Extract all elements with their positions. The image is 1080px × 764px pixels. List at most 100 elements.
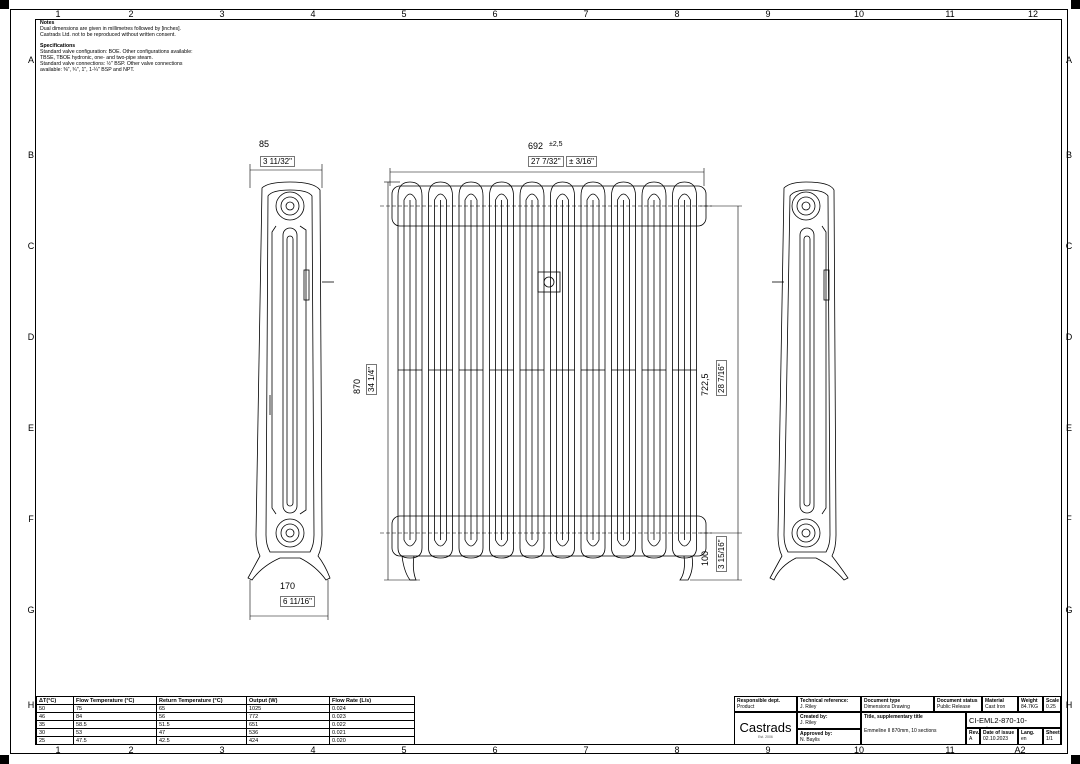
field-label: Document status (937, 698, 978, 704)
created-by-cell: Created by: J. Riley (797, 712, 861, 729)
field-label: Created by: (800, 714, 828, 720)
radiator-section-line (586, 193, 600, 547)
field-label: Weight (1021, 698, 1038, 704)
zone-column: 9 (765, 745, 771, 755)
zone-column: 10 (853, 9, 864, 19)
table-cell: 25 (36, 736, 74, 745)
table-cell: 42.5 (156, 736, 247, 745)
table-cell: 772 (246, 712, 330, 721)
front-view (391, 181, 707, 581)
side-view-right (769, 181, 849, 581)
radiator-section-line (617, 193, 630, 547)
radiator-section-line (391, 515, 707, 557)
dimension-depth-inches: 3 11/32" (260, 156, 295, 167)
table-header: Flow Temperature (°C) (73, 696, 157, 705)
radiator-section-line (537, 271, 561, 293)
table-header: Flow Rate (L/s) (329, 696, 415, 705)
zone-row: C (1065, 241, 1073, 251)
outer-frame (10, 9, 1068, 754)
radiator-section-line (489, 181, 514, 559)
radiator-section-line (556, 193, 569, 547)
radiator-section-line (641, 181, 667, 559)
table-cell: 84 (73, 712, 157, 721)
logo-cell: Castrads Est. 2006 (734, 712, 797, 745)
table-row: 50 75 65 1025 0.024 (36, 704, 415, 713)
inner-frame (35, 19, 1062, 745)
dimension-floor: 100 (700, 550, 710, 566)
radiator-section-line (550, 181, 575, 559)
table-cell: 0.022 (329, 720, 415, 729)
zone-column: 6 (492, 9, 498, 19)
corner-mark (0, 0, 9, 9)
table-cell: 424 (246, 736, 330, 745)
field-label: Material (985, 698, 1004, 704)
zone-column: 1 (55, 9, 61, 19)
table-cell: 47 (156, 728, 247, 737)
field-value: Cast Iron (985, 704, 1006, 710)
field-value: 0.25 (1046, 704, 1056, 710)
zone-row: D (27, 332, 35, 342)
table-row: 35 58.5 51.5 651 0.022 (36, 720, 415, 729)
zone-row: D (1065, 332, 1073, 342)
field-value: A (969, 736, 973, 742)
side-view-left (247, 181, 334, 581)
zone-row: A (1065, 55, 1072, 65)
field-label: Rev. (969, 730, 980, 736)
approved-by-cell: Approved by: N. Baylis (797, 729, 861, 745)
field-value: Public Release (937, 704, 971, 710)
zone-column: 2 (128, 9, 134, 19)
table-cell: 0.021 (329, 728, 415, 737)
radiator-section-line (543, 276, 555, 288)
radiator-section-line (428, 181, 453, 559)
table-cell: 0.024 (329, 704, 415, 713)
radiator-section-line (519, 181, 545, 559)
field-label: Scale (1046, 698, 1060, 704)
zone-row: G (27, 605, 35, 615)
corner-mark (1071, 0, 1080, 9)
zone-column: 4 (310, 745, 316, 755)
table-cell: 53 (73, 728, 157, 737)
spec-line: available: ⅜", ¾", 1", 1-¼" BSP and NPT. (40, 67, 135, 73)
zone-column: 6 (492, 745, 498, 755)
table-cell: 30 (36, 728, 74, 737)
dimension-height-inches: 34 1/4" (366, 363, 377, 395)
radiator-section-line (611, 181, 636, 559)
field-value: N. Baylis (800, 737, 820, 743)
field-label: Lang. (1021, 730, 1035, 736)
zone-row: A (27, 55, 34, 65)
field-label: Document type (864, 698, 901, 704)
doc-type-cell: Document type Dimensions Drawing (861, 696, 934, 712)
zone-column: 3 (219, 745, 225, 755)
dimension-depth: 85 (259, 139, 270, 149)
dimension-height: 870 (352, 378, 362, 394)
field-label: Approved by: (800, 731, 833, 737)
weight-cell: Weight 84.7KG (1018, 696, 1043, 712)
corner-mark (1071, 755, 1080, 764)
table-cell: 51.5 (156, 720, 247, 729)
title-cell: Title, supplementary title Emmeline II 8… (861, 712, 966, 745)
zone-column: 11 (945, 745, 955, 755)
spec-line: TBSE, TBOE hydronic, one- and two-pipe s… (40, 55, 153, 61)
zone-row: B (27, 150, 34, 160)
table-cell: 35 (36, 720, 74, 729)
table-cell: 50 (36, 704, 74, 713)
notes-line: Dual dimensions are given in millimetres… (40, 26, 181, 32)
dimension-width-inches-tolerance: ± 3/16" (566, 156, 598, 167)
table-row: 25 47.5 42.5 424 0.020 (36, 736, 415, 745)
field-value: Product (737, 704, 755, 710)
sheet-cell: Sheet 1/1 (1043, 728, 1061, 745)
radiator-section-line (403, 193, 417, 547)
table-cell: 75 (73, 704, 157, 713)
dimension-lines (249, 164, 742, 620)
zone-row: F (1066, 514, 1072, 524)
logo-est: Est. 2006 (758, 735, 773, 739)
zone-column: 4 (310, 9, 316, 19)
zone-column: 8 (674, 745, 680, 755)
table-cell: 56 (156, 712, 247, 721)
field-label: Technical reference: (800, 698, 849, 704)
spec-line: Standard valve configuration: BOE. Other… (40, 49, 193, 55)
zone-row: E (1065, 423, 1072, 433)
table-row: 30 53 47 536 0.021 (36, 728, 415, 737)
radiator-section-line (397, 181, 423, 559)
table-cell: 536 (246, 728, 330, 737)
